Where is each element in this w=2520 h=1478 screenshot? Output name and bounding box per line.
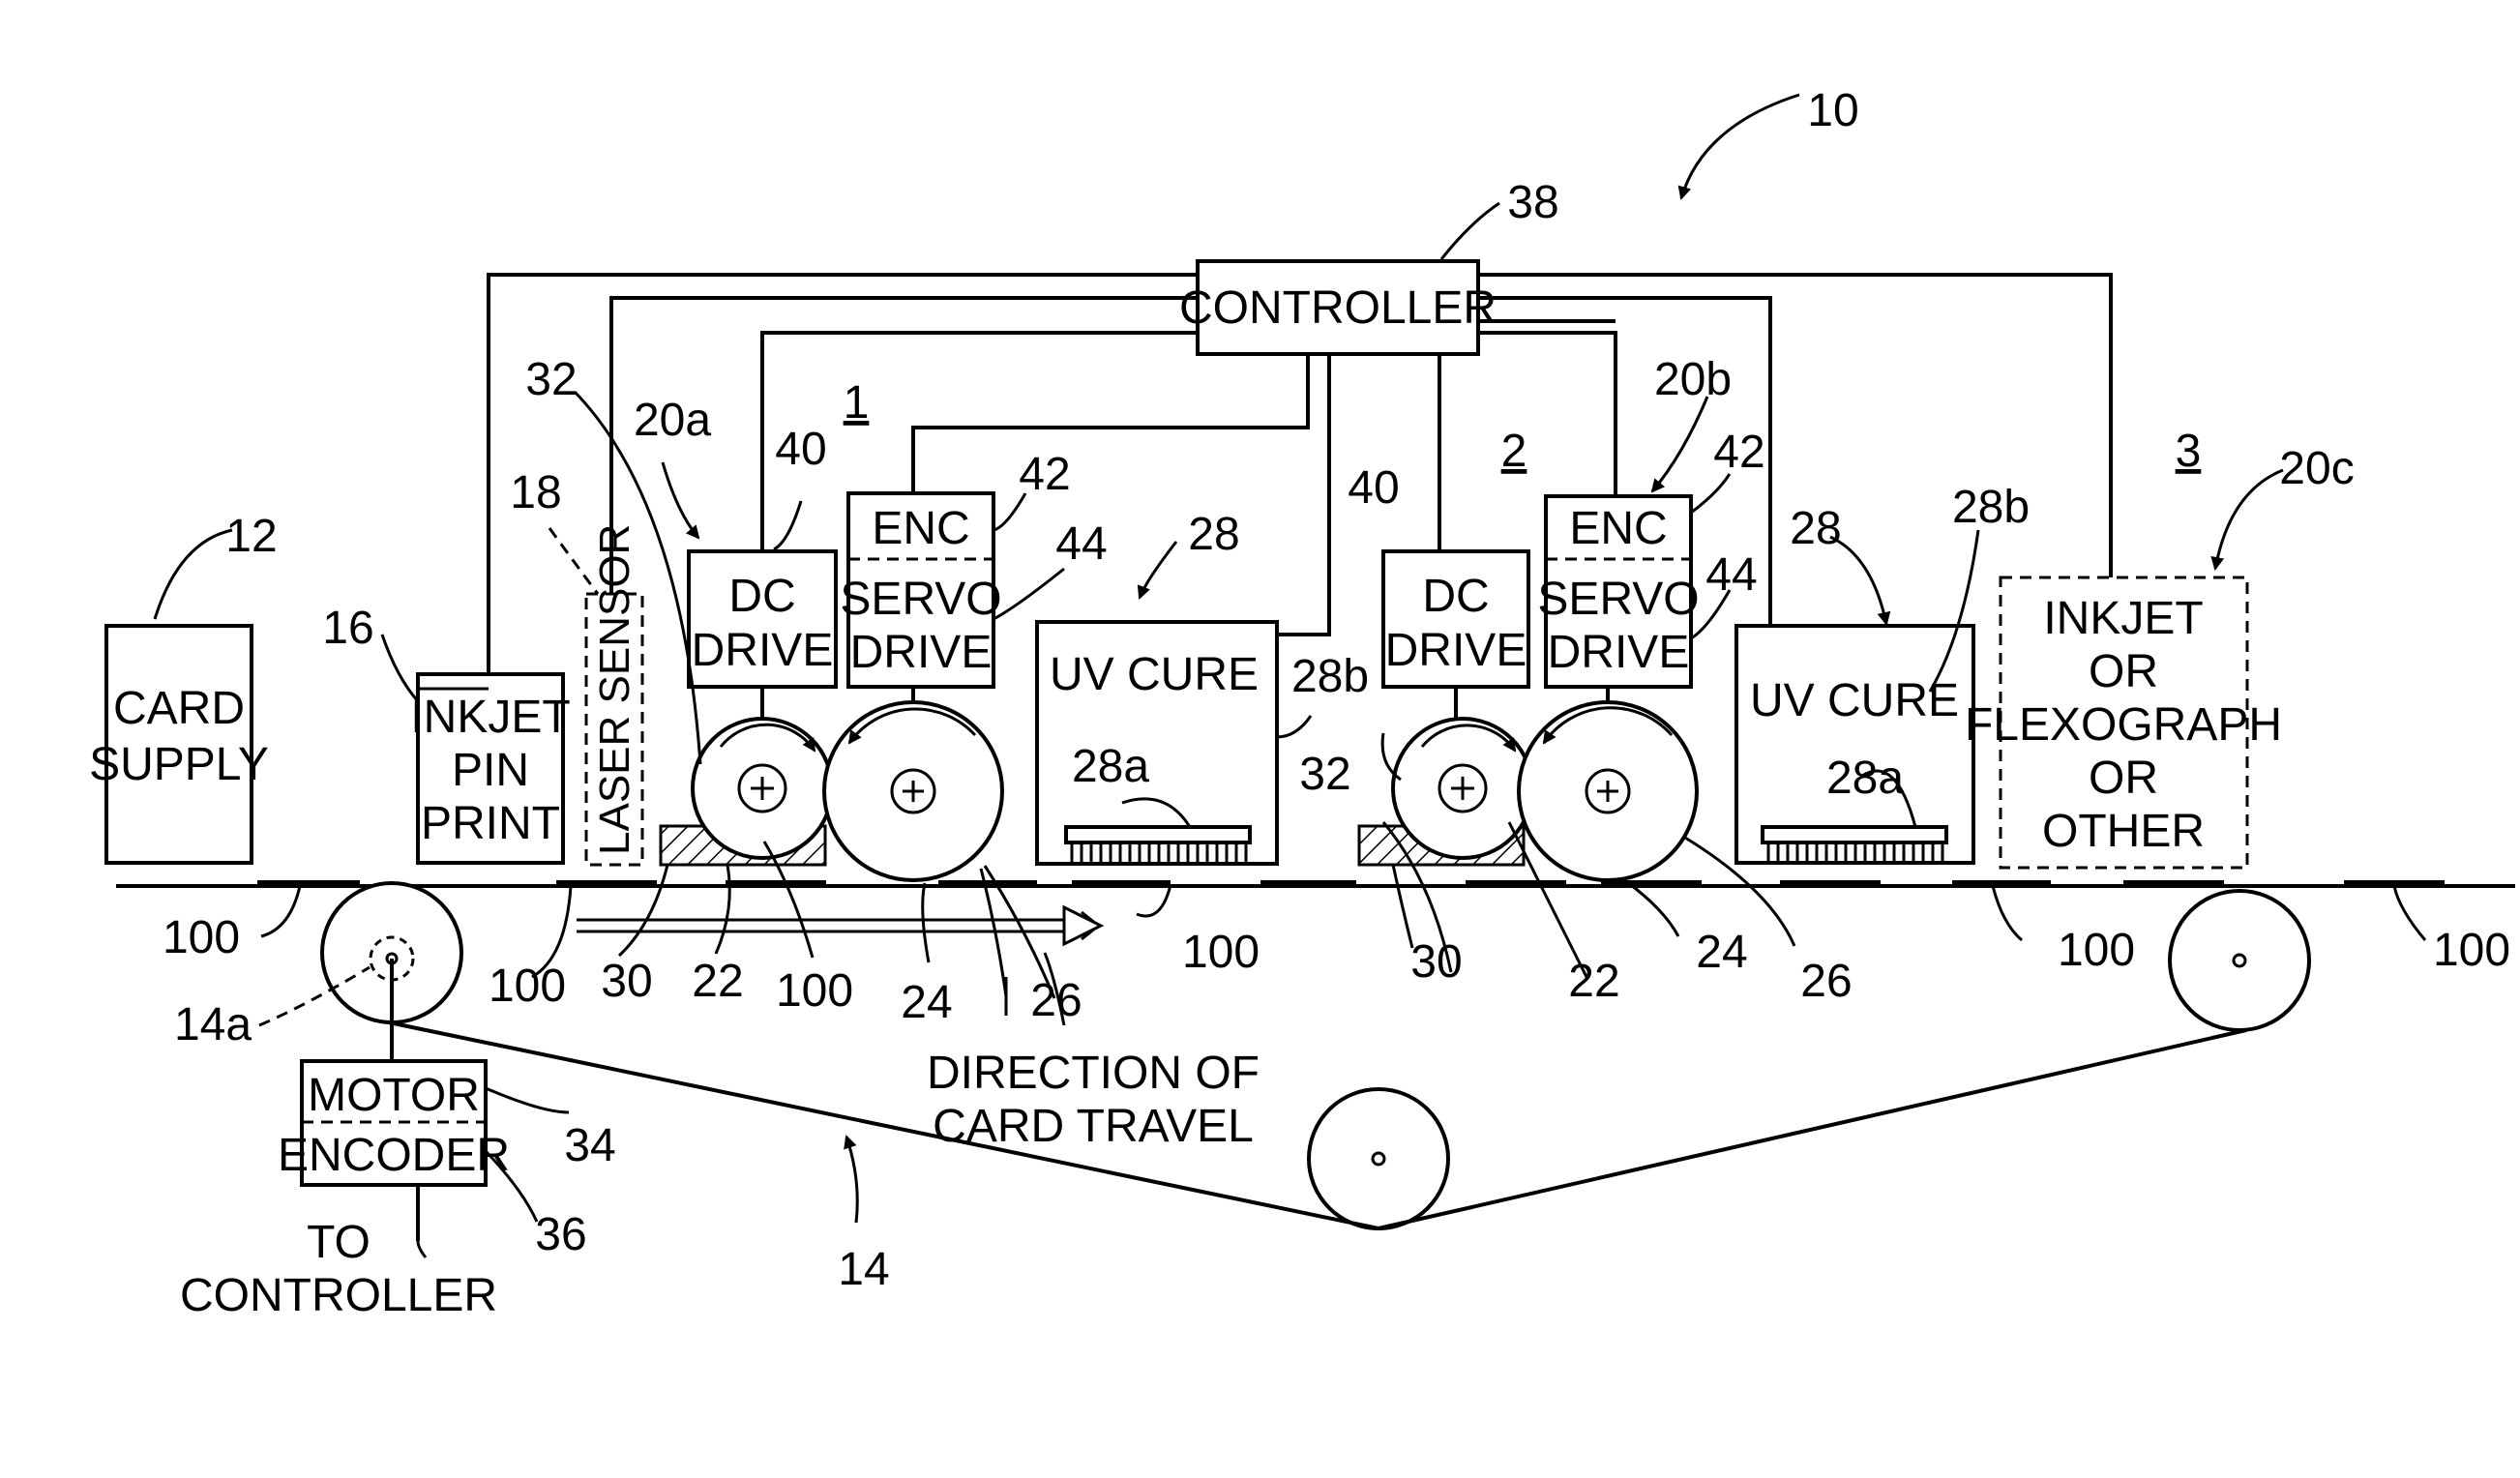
dc-drive-1-line-2: DRIVE xyxy=(692,625,834,676)
controller-label: CONTROLLER xyxy=(1179,282,1497,334)
station-1-rollers xyxy=(661,702,1002,880)
enc-servo-box-2: ENC SERVO DRIVE xyxy=(1537,496,1699,687)
ref-100-f: 100 xyxy=(2433,925,2510,976)
to-controller-label-1: TO xyxy=(307,1217,371,1268)
ref-28-b: 28 xyxy=(1790,503,1841,554)
ref-28b-a: 28b xyxy=(1291,651,1369,702)
alt-printer-line-3: FLEXOGRAPH xyxy=(1965,699,2282,751)
ref-34: 34 xyxy=(564,1120,615,1171)
ref-32-b: 32 xyxy=(1299,749,1350,800)
laser-sensor-label: LASER SENSOR xyxy=(591,524,638,855)
servo-1-line-1: SERVO xyxy=(840,574,1001,625)
alt-printer-line-4: OR xyxy=(2089,753,2158,804)
card-supply-line-2: SUPPLY xyxy=(89,739,269,790)
ref-40-b: 40 xyxy=(1348,462,1399,514)
ref-40-a: 40 xyxy=(775,424,826,475)
direction-label-2: CARD TRAVEL xyxy=(933,1101,1254,1152)
belt xyxy=(322,883,2309,1228)
ref-14: 14 xyxy=(838,1244,889,1295)
enc-1-label: ENC xyxy=(872,503,969,554)
uv-cure-2-label: UV CURE xyxy=(1750,675,1959,726)
ref-22-b: 22 xyxy=(1568,956,1619,1007)
laser-sensor-box: LASER SENSOR xyxy=(586,524,642,865)
ref-28b-b: 28b xyxy=(1952,482,2030,533)
ref-100-d: 100 xyxy=(1182,927,1260,978)
controller-box: CONTROLLER xyxy=(1179,261,1497,354)
inkjet-line-3: PRINT xyxy=(421,798,560,849)
ref-20c: 20c xyxy=(2279,443,2354,494)
servo-2-line-1: SERVO xyxy=(1537,574,1699,625)
direction-arrow xyxy=(577,907,1101,944)
ref-44-a: 44 xyxy=(1055,518,1107,570)
encoder-label: ENCODER xyxy=(278,1130,510,1181)
ref-32-a: 32 xyxy=(525,354,577,405)
ref-100-a: 100 xyxy=(163,912,240,963)
alternative-printer-box: INKJET OR FLEXOGRAPH OR OTHER xyxy=(1965,577,2282,868)
ref-44-b: 44 xyxy=(1705,549,1757,601)
ref-20b: 20b xyxy=(1654,354,1732,405)
ref-38: 38 xyxy=(1507,177,1558,228)
ref-26-a: 26 xyxy=(1030,975,1082,1026)
ref-100-b: 100 xyxy=(489,961,566,1012)
ref-10: 10 xyxy=(1807,85,1858,136)
ref-100-c: 100 xyxy=(776,965,853,1017)
inkjet-line-1: INKJET xyxy=(410,692,570,743)
motor-label: MOTOR xyxy=(308,1070,480,1121)
dc-drive-1-line-1: DC xyxy=(728,571,795,622)
alt-printer-line-2: OR xyxy=(2089,646,2158,697)
ref-18: 18 xyxy=(510,467,561,518)
ref-100-e: 100 xyxy=(2058,925,2135,976)
inkjet-line-2: PIN xyxy=(452,745,529,796)
card-supply-line-1: CARD xyxy=(113,683,245,734)
ref-20a: 20a xyxy=(634,395,711,446)
ref-28a-a: 28a xyxy=(1072,741,1149,792)
ref-24-b: 24 xyxy=(1696,927,1747,978)
inkjet-pin-print-box: INKJET PIN PRINT xyxy=(410,674,570,863)
ref-stage-2: 2 xyxy=(1501,426,1527,477)
to-controller-label-2: CONTROLLER xyxy=(180,1270,497,1321)
ref-14a: 14a xyxy=(174,999,252,1050)
ref-stage-3: 3 xyxy=(2176,426,2202,477)
ref-30-a: 30 xyxy=(601,956,652,1007)
ref-42-b: 42 xyxy=(1713,427,1764,478)
servo-2-line-2: DRIVE xyxy=(1548,627,1690,678)
enc-2-label: ENC xyxy=(1569,503,1667,554)
ref-28a-b: 28a xyxy=(1826,753,1904,804)
alt-printer-line-1: INKJET xyxy=(2043,593,2203,644)
enc-servo-box-1: ENC SERVO DRIVE xyxy=(840,493,1001,687)
ref-stage-1: 1 xyxy=(844,377,870,429)
ref-22-a: 22 xyxy=(692,956,743,1007)
card-supply-box: CARD SUPPLY xyxy=(89,626,269,863)
ref-36: 36 xyxy=(535,1209,586,1260)
ref-16: 16 xyxy=(322,603,373,654)
uv-cure-1-label: UV CURE xyxy=(1050,649,1259,700)
dc-drive-box-1: DC DRIVE xyxy=(689,551,836,687)
dc-drive-2-line-2: DRIVE xyxy=(1385,625,1527,676)
uv-cure-box-2: UV CURE xyxy=(1736,626,1973,864)
dc-drive-2-line-1: DC xyxy=(1422,571,1489,622)
ref-12: 12 xyxy=(225,511,277,562)
direction-label-1: DIRECTION OF xyxy=(927,1048,1260,1099)
ref-24-a: 24 xyxy=(901,977,952,1028)
servo-1-line-2: DRIVE xyxy=(850,627,993,678)
station-2-rollers xyxy=(1359,702,1697,880)
ref-42-a: 42 xyxy=(1019,449,1070,500)
dc-drive-box-2: DC DRIVE xyxy=(1383,551,1528,687)
ref-28-a: 28 xyxy=(1188,509,1239,560)
alt-printer-line-5: OTHER xyxy=(2042,806,2205,857)
ref-30-b: 30 xyxy=(1410,936,1462,988)
conveyor xyxy=(116,882,2515,886)
ref-26-b: 26 xyxy=(1800,956,1852,1007)
